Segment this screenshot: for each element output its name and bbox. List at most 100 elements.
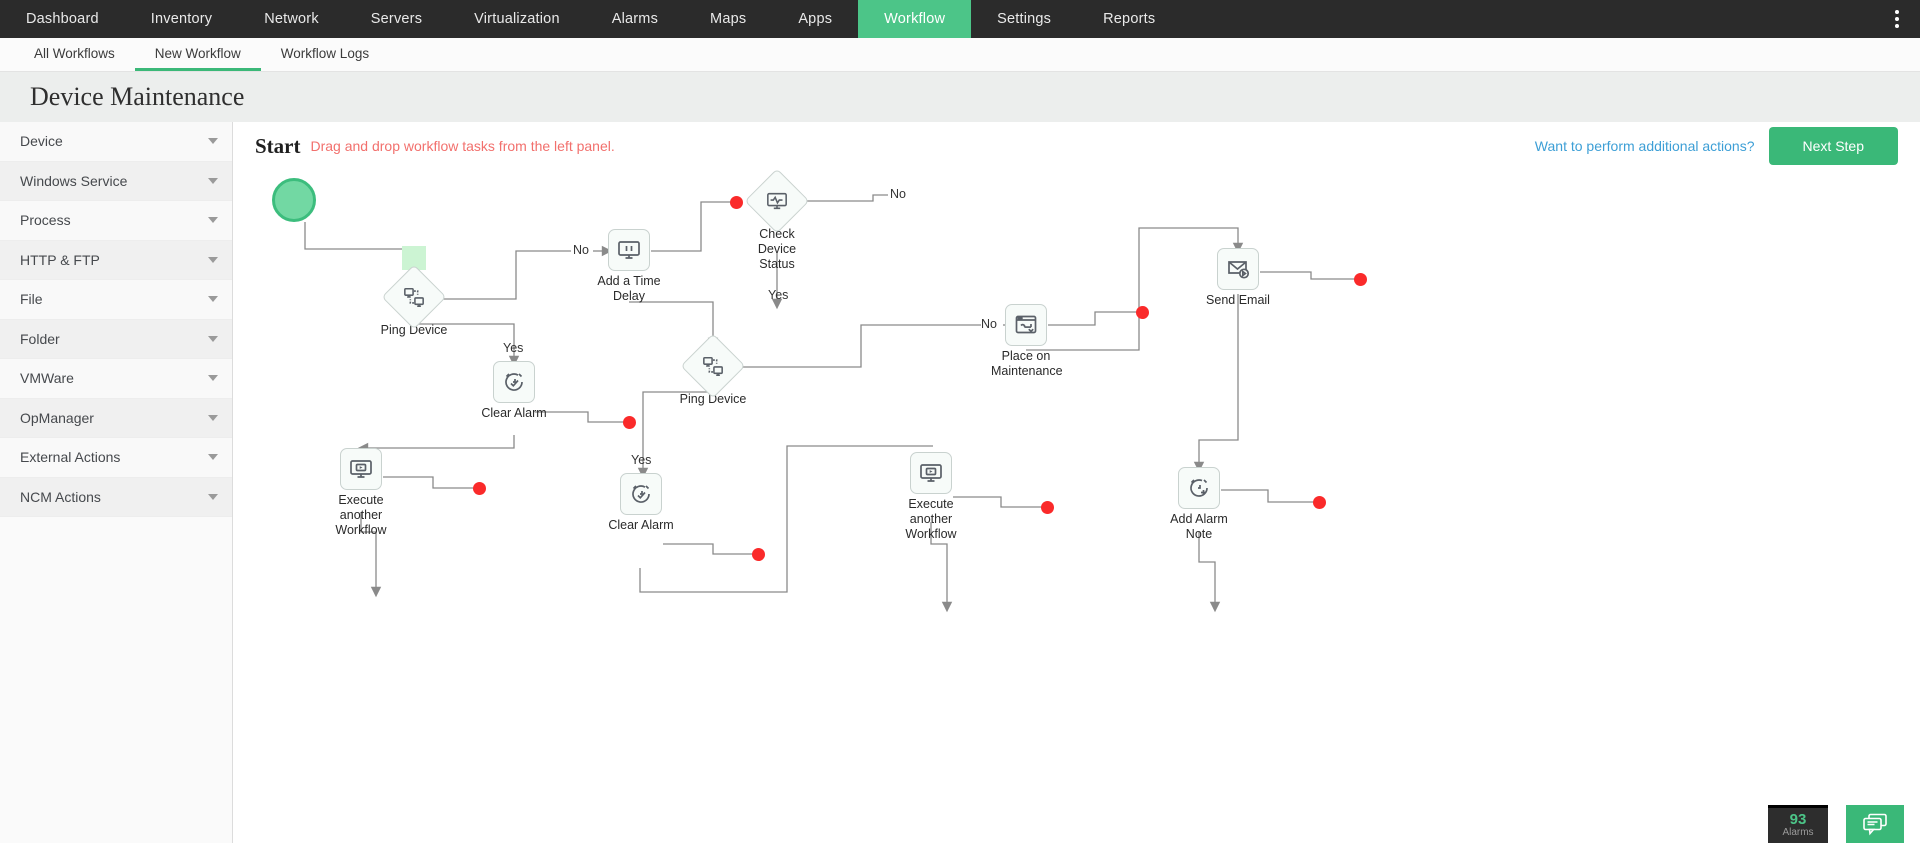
top-navigation-bar: Dashboard Inventory Network Servers Virt… [0,0,1920,38]
sidebar-item-http-ftp[interactable]: HTTP & FTP [0,240,232,280]
sidebar-item-label: NCM Actions [20,488,101,505]
edge-label-no-1: No [573,243,589,257]
edge-label-no-3: No [981,317,997,331]
node-execute-another-workflow-1[interactable]: Execute another Workflow [301,448,421,538]
sidebar-item-label: Windows Service [20,172,128,189]
connector-endpoint[interactable] [1136,306,1149,319]
time-delay-icon[interactable] [608,229,650,271]
page-title: Device Maintenance [30,82,245,111]
alarm-count-badge[interactable]: 93 Alarms [1768,805,1828,843]
start-label: Start [255,133,301,158]
node-label: Place on Maintenance [991,349,1063,378]
sidebar-item-label: Device [20,133,63,150]
workflow-connectors [304,194,1357,613]
canvas-header-actions: Want to perform additional actions? Next… [1535,127,1898,165]
sub-navigation-bar: All Workflows New Workflow Workflow Logs [0,38,1920,72]
sidebar-item-label: Folder [20,330,60,347]
nav-item-workflow[interactable]: Workflow [858,0,972,38]
alarm-count-value: 93 [1789,811,1807,828]
device-status-icon[interactable] [744,168,810,234]
node-label: Ping Device [679,392,747,406]
execute-workflow-icon[interactable] [910,452,952,494]
nav-item-maps[interactable]: Maps [710,11,747,27]
chevron-down-icon [208,296,218,303]
sidebar-item-windows-service[interactable]: Windows Service [0,161,232,201]
node-ping-device-1[interactable]: Ping Device [354,264,474,338]
node-place-on-maintenance[interactable]: Place on Maintenance [966,304,1086,379]
canvas-header: Start Drag and drop workflow tasks from … [233,122,1920,170]
node-label: Ping Device [380,323,448,337]
sidebar-item-label: VMWare [20,370,74,387]
node-send-email[interactable]: Send Email [1178,248,1298,308]
node-label: Check Device Status [757,227,797,271]
node-check-device-status[interactable]: Check Device Status [717,168,837,272]
sidebar-item-folder[interactable]: Folder [0,319,232,359]
node-clear-alarm-2[interactable]: Clear Alarm [581,473,701,533]
execute-workflow-icon[interactable] [340,448,382,490]
sidebar-item-ncm-actions[interactable]: NCM Actions [0,477,232,517]
nav-item-alarms[interactable]: Alarms [611,11,659,27]
sidebar-item-file[interactable]: File [0,280,232,320]
sidebar-item-label: External Actions [20,449,121,466]
sidebar-item-external-actions[interactable]: External Actions [0,438,232,478]
sidebar-item-process[interactable]: Process [0,201,232,241]
main-body: Device Windows Service Process HTTP & FT… [0,122,1920,843]
node-label: Clear Alarm [481,406,547,420]
sidebar-item-opmanager[interactable]: OpManager [0,398,232,438]
connector-endpoint[interactable] [473,482,486,495]
sidebar-item-label: OpManager [20,409,94,426]
send-email-icon[interactable] [1217,248,1259,290]
add-alarm-note-icon[interactable] [1178,467,1220,509]
chevron-down-icon [208,177,218,184]
tab-workflow-logs[interactable]: Workflow Logs [280,45,370,61]
node-add-time-delay[interactable]: Add a Time Delay [569,229,689,304]
next-step-button[interactable]: Next Step [1768,127,1898,165]
kebab-dot-2 [1895,17,1899,21]
chevron-down-icon [208,493,218,500]
chevron-down-icon [208,217,218,224]
nav-item-inventory[interactable]: Inventory [150,11,213,27]
nav-item-apps[interactable]: Apps [798,11,833,27]
chevron-down-icon [208,454,218,461]
chevron-down-icon [208,256,218,263]
connector-endpoint[interactable] [623,416,636,429]
connector-endpoint[interactable] [752,548,765,561]
ping-device-icon[interactable] [381,264,447,330]
workflow-canvas[interactable]: Start Drag and drop workflow tasks from … [233,122,1920,843]
connector-endpoint[interactable] [730,196,743,209]
sidebar-item-vmware[interactable]: VMWare [0,359,232,399]
kebab-menu-icon[interactable] [1884,0,1910,38]
node-add-alarm-note[interactable]: Add Alarm Note [1139,467,1259,542]
edge-label-yes-1: Yes [768,288,789,302]
chevron-down-icon [208,414,218,421]
chat-bubble-icon[interactable] [1846,805,1904,843]
connector-endpoint[interactable] [1354,273,1367,286]
nav-item-settings[interactable]: Settings [997,11,1052,27]
nav-item-dashboard[interactable]: Dashboard [26,11,99,27]
maintenance-icon[interactable] [1005,304,1047,346]
node-execute-another-workflow-2[interactable]: Execute another Workflow [871,452,991,542]
chevron-down-icon [208,375,218,382]
node-ping-device-2[interactable]: Ping Device [653,333,773,407]
ping-device-icon[interactable] [680,333,746,399]
start-node[interactable] [272,178,316,222]
connector-endpoint[interactable] [1041,501,1054,514]
node-label: Execute another Workflow [905,497,957,541]
canvas-hint-text: Drag and drop workflow tasks from the le… [310,138,615,154]
connector-endpoint[interactable] [1313,496,1326,509]
nav-item-servers[interactable]: Servers [370,11,423,27]
clear-alarm-icon[interactable] [620,473,662,515]
chevron-down-icon [208,335,218,342]
sidebar-item-label: Process [20,212,71,229]
nav-item-virtualization[interactable]: Virtualization [474,11,560,27]
tab-new-workflow[interactable]: New Workflow [134,38,261,71]
nav-item-reports[interactable]: Reports [1103,11,1156,27]
edge-label-no-2: No [890,187,906,201]
node-clear-alarm-1[interactable]: Clear Alarm [454,361,574,421]
sidebar-item-device[interactable]: Device [0,122,232,162]
node-label: Clear Alarm [608,518,674,532]
nav-item-network[interactable]: Network [264,11,319,27]
tab-all-workflows[interactable]: All Workflows [34,45,115,61]
additional-actions-link[interactable]: Want to perform additional actions? [1534,138,1755,154]
clear-alarm-icon[interactable] [493,361,535,403]
